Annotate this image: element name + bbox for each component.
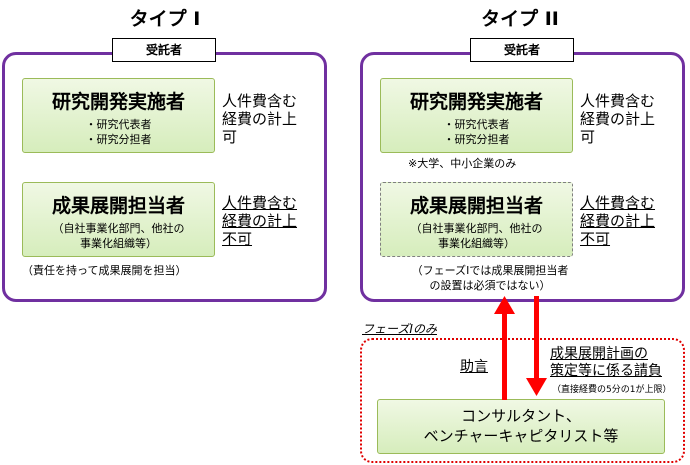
type2-deploy-side: 人件費含む 経費の計上 不可 xyxy=(580,194,680,248)
type1-deploy-box: 成果展開担当者 （自社事業化部門、他社の 事業化組織等） xyxy=(22,182,215,257)
phase-frame xyxy=(360,338,685,463)
type2-note-line2: の設置は必須ではない） xyxy=(429,279,551,292)
consultant-box: コンサルタント、 ベンチャーキャピタリスト等 xyxy=(377,399,665,454)
type1-research-side-2: 経費の計上 xyxy=(222,110,298,128)
request-line1: 成果展開計画の xyxy=(550,346,648,362)
consultant-line1: コンサルタント、 xyxy=(461,407,581,425)
type2-note-line1: （フェーズⅠでは成果展開担当者 xyxy=(411,264,569,277)
type1-research-line2: ・研究分担者 xyxy=(85,133,152,146)
type2-deploy-side-3: 不可 xyxy=(580,230,611,248)
type1-research-side-1: 人件費含む xyxy=(222,92,298,110)
type2-research-side-3: 可 xyxy=(580,128,596,146)
type2-deploy-title: 成果展開担当者 xyxy=(409,195,543,217)
type2-deploy-line1: （自社事業化部門、他社の xyxy=(410,222,543,235)
type2-research-title: 研究開発実施者 xyxy=(409,91,543,113)
type2-research-side: 人件費含む 経費の計上 可 xyxy=(580,92,680,146)
type2-deploy-side-2: 経費の計上 xyxy=(580,212,656,230)
request-label: 成果展開計画の 策定等に係る請負 xyxy=(550,346,685,380)
type1-research-title: 研究開発実施者 xyxy=(51,91,185,113)
type2-note: （フェーズⅠでは成果展開担当者 の設置は必須ではない） xyxy=(380,263,600,293)
consultant-line2: ベンチャーキャピタリスト等 xyxy=(423,427,619,445)
type2-consignee-label: 受託者 xyxy=(470,38,574,62)
request-line2: 策定等に係る請負 xyxy=(550,363,662,379)
type1-title: タイプ Ⅰ xyxy=(129,8,201,30)
type1-deploy-side: 人件費含む 経費の計上 不可 xyxy=(222,194,322,248)
type2-research-note: ※大学、中小企業のみ xyxy=(408,157,517,170)
type1-consignee-label: 受託者 xyxy=(112,38,216,62)
request-sub: （直接経費の5分の1が上限） xyxy=(552,385,672,395)
type1-deploy-side-1: 人件費含む xyxy=(222,194,298,212)
type2-research-side-1: 人件費含む xyxy=(580,92,656,110)
type2-research-side-2: 経費の計上 xyxy=(580,110,656,128)
type1-research-side-3: 可 xyxy=(222,128,238,146)
phase-label: フェーズⅠのみ xyxy=(362,322,437,336)
type1-note: （責任を持って成果展開を担当） xyxy=(22,264,187,277)
type1-deploy-title: 成果展開担当者 xyxy=(51,195,185,217)
type2-research-line1: ・研究代表者 xyxy=(443,118,510,131)
advice-label: 助言 xyxy=(460,359,488,375)
type1-research-box: 研究開発実施者 ・研究代表者 ・研究分担者 xyxy=(22,78,215,153)
type2-deploy-box: 成果展開担当者 （自社事業化部門、他社の 事業化組織等） xyxy=(380,182,573,257)
type1-deploy-line2: 事業化組織等） xyxy=(80,237,157,250)
type2-deploy-side-1: 人件費含む xyxy=(580,194,656,212)
type2-deploy-line2: 事業化組織等） xyxy=(438,237,515,250)
type1-research-side: 人件費含む 経費の計上 可 xyxy=(222,92,322,146)
type1-research-line1: ・研究代表者 xyxy=(85,118,152,131)
type2-research-line2: ・研究分担者 xyxy=(443,133,510,146)
type1-deploy-side-2: 経費の計上 xyxy=(222,212,298,230)
type2-research-box: 研究開発実施者 ・研究代表者 ・研究分担者 xyxy=(380,78,573,153)
type2-title: タイプ II xyxy=(481,8,559,30)
type1-deploy-side-3: 不可 xyxy=(222,230,253,248)
type1-deploy-line1: （自社事業化部門、他社の xyxy=(52,222,185,235)
